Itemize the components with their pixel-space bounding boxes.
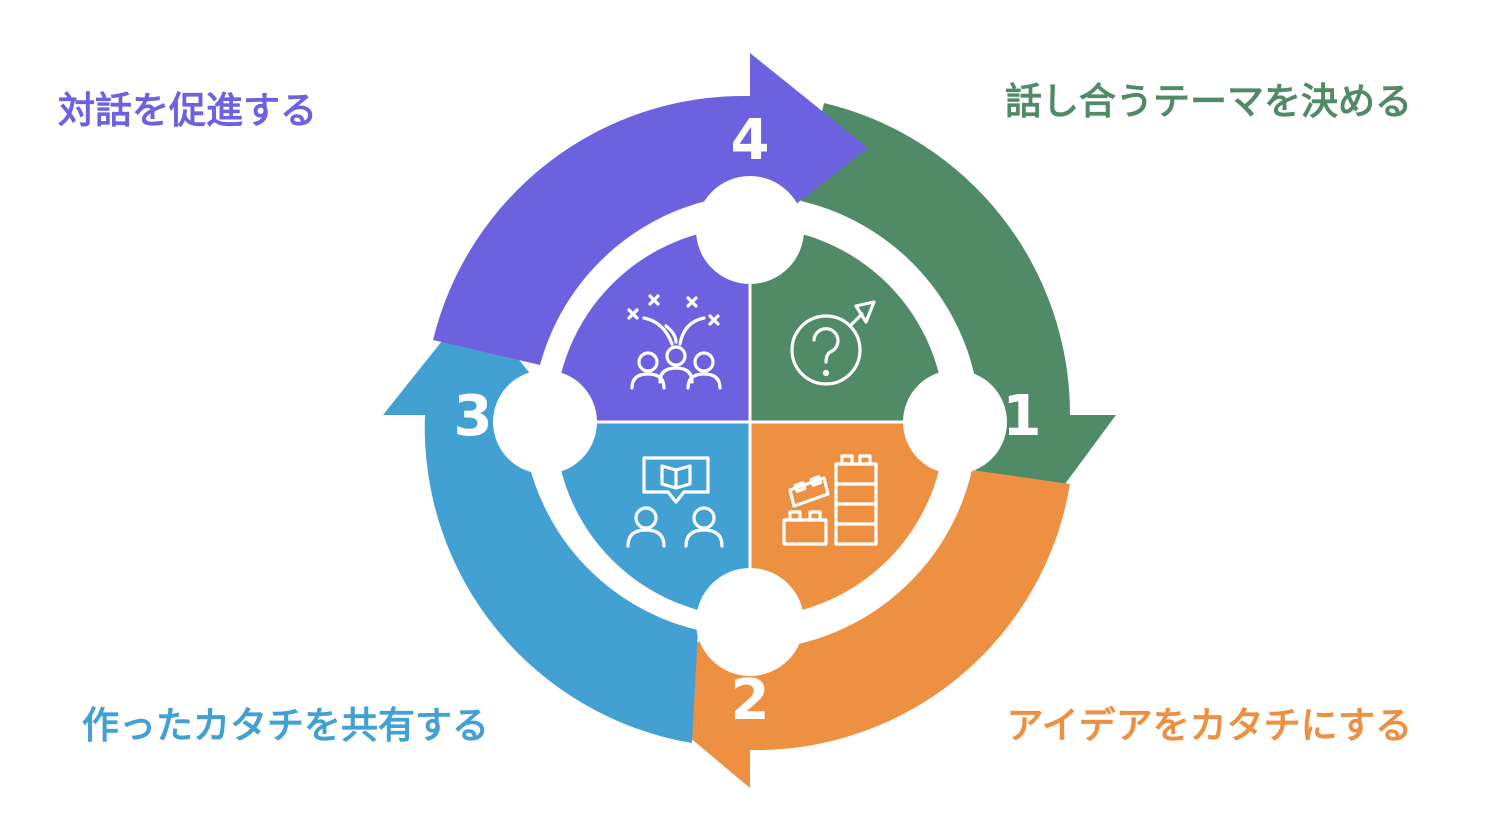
quadrant-3 — [555, 422, 750, 617]
step-label-1: 話し合うテーマを決める — [1005, 80, 1412, 123]
arrow-segment-2 — [633, 470, 1070, 788]
step-number-2: 2 — [731, 668, 770, 733]
inner-disc — [493, 176, 1007, 676]
notch-left — [493, 370, 597, 474]
arrow-body-2 — [633, 470, 1070, 788]
step-label-3: 作ったカタチを共有する — [82, 704, 489, 747]
arrow-segment-1 — [801, 103, 1116, 538]
arrow-body-4 — [433, 53, 868, 365]
arrow-body-1 — [801, 103, 1116, 538]
question-target-icon — [790, 300, 876, 386]
notch-bottom — [696, 568, 804, 676]
step-number-4: 4 — [731, 108, 770, 173]
step-number-1: 1 — [1003, 384, 1042, 449]
presentation-people-icon — [626, 456, 724, 548]
arrow-segment-3 — [383, 302, 698, 743]
building-blocks-icon — [782, 454, 878, 546]
notch-top — [696, 176, 804, 284]
arrow-body-3 — [383, 302, 698, 743]
notch-right — [903, 370, 1007, 474]
step-label-2: アイデアをカタチにする — [1006, 704, 1412, 747]
quadrant-2 — [750, 422, 945, 617]
arrow-segment-4 — [433, 53, 868, 365]
step-label-4: 対話を促進する — [58, 89, 317, 132]
celebrating-group-icon — [627, 294, 722, 390]
step-number-3: 3 — [454, 384, 493, 449]
